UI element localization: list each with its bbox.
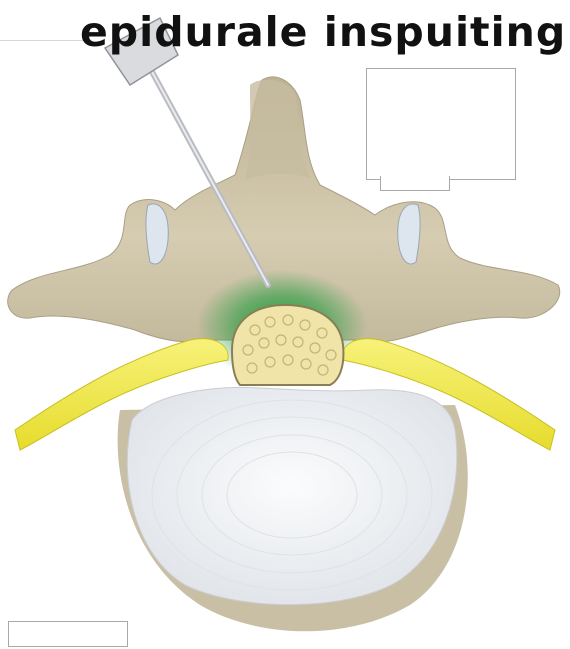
label-box-top-right-tab: [380, 176, 450, 191]
label-box-top-right[interactable]: [366, 68, 516, 180]
facet-joint-right: [398, 204, 420, 264]
diagram-title: epidurale inspuiting: [80, 2, 570, 62]
label-box-bottom-left[interactable]: [8, 621, 128, 647]
header-rule: [0, 40, 90, 41]
facet-joint-left: [146, 204, 168, 264]
